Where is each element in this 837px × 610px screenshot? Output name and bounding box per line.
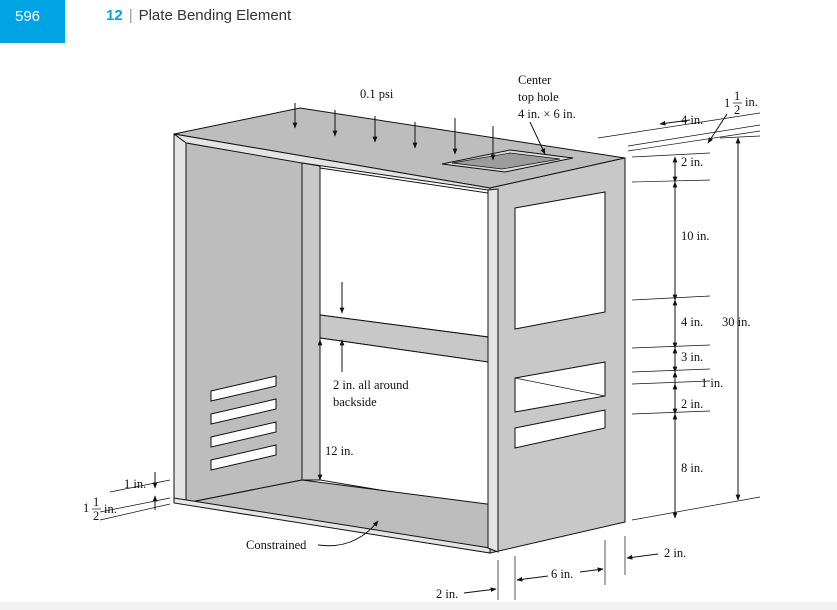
load-label: 0.1 psi	[360, 87, 394, 101]
dim-1half-num: 1	[734, 89, 740, 103]
dim-2in-bottom: 2 in.	[436, 587, 458, 601]
dim-1half-left-in: in.	[104, 502, 117, 516]
back-frame-left	[301, 162, 321, 481]
top-hole-label-line2: top hole	[518, 90, 559, 104]
dim-1half-in: in.	[745, 95, 758, 109]
dim-2in-back-line2: backside	[333, 395, 377, 409]
left-bottom-dimensions: 1 in. 1 1 2 in.	[83, 472, 171, 523]
chapter-title: Plate Bending Element	[138, 7, 292, 24]
page-number: 596	[15, 8, 41, 25]
back-bottom-hole	[319, 337, 489, 509]
dim-1half-den: 2	[734, 103, 740, 117]
dim-8in: 8 in.	[681, 461, 703, 475]
dim-4in-top: 4 in.	[681, 113, 703, 127]
constrained-arrow	[317, 520, 379, 547]
dim-6in: 6 in.	[551, 567, 573, 581]
right-side-panel-edge	[487, 188, 499, 553]
left-side-panel	[173, 133, 187, 504]
running-header: 12 | Plate Bending Element	[106, 7, 291, 24]
dim-1half-left-whole: 1	[83, 501, 89, 515]
right-panel-hole-large	[514, 191, 606, 330]
right-panel-slot-2	[514, 409, 606, 449]
back-top-hole	[319, 167, 489, 338]
dim-1in-right: 1 in.	[701, 376, 723, 390]
bottom-band	[0, 602, 837, 610]
page-number-tab: 596	[0, 0, 65, 43]
top-hole-label-line1: Center	[518, 73, 552, 87]
bottom-dimensions: 2 in. 6 in. 2 in.	[436, 536, 686, 601]
top-hole-label-line3: 4 in. × 6 in.	[518, 107, 576, 121]
top-right-dimensions: 4 in. 1 1 2 in.	[597, 89, 761, 152]
dim-2in-back-line1: 2 in. all around	[333, 378, 409, 392]
constrained-label: Constrained	[246, 538, 307, 552]
dim-2in-b: 2 in.	[681, 397, 703, 411]
dim-1in-left: 1 in.	[124, 477, 146, 491]
dim-1half-whole: 1	[724, 96, 730, 110]
dim-4in-mid: 4 in.	[681, 315, 703, 329]
right-dimension-chain: 2 in. 10 in. 4 in. 3 in. 1 in. 2 in. 8 i…	[631, 135, 761, 521]
pressure-load-arrows	[292, 103, 496, 161]
dim-10in: 10 in.	[681, 229, 709, 243]
left-panel-vents	[210, 375, 277, 471]
dim-3in: 3 in.	[681, 350, 703, 364]
header-separator: |	[128, 7, 133, 24]
frame-body	[173, 107, 626, 554]
dim-1half-left-den: 2	[93, 509, 99, 523]
chapter-number: 12	[106, 7, 123, 24]
dim-2in-right-bottom: 2 in.	[664, 546, 686, 560]
dim-12in: 12 in.	[325, 444, 353, 458]
dim-2in-a: 2 in.	[681, 155, 703, 169]
dim-1half-left-num: 1	[93, 495, 99, 509]
dim-30in: 30 in.	[722, 315, 750, 329]
left-side-panel-inner	[185, 142, 303, 504]
